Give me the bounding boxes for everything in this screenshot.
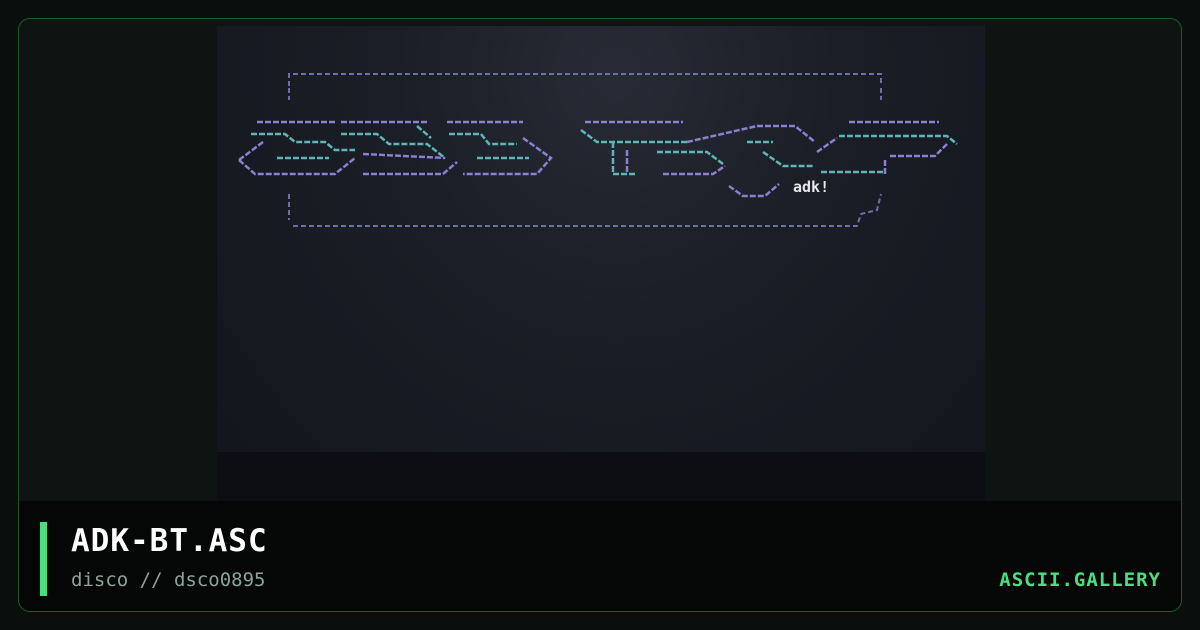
brand-label[interactable]: ASCII.GALLERY: [999, 569, 1161, 591]
file-subtitle: disco // dsco0895: [71, 569, 266, 591]
ascii-letter-b: [341, 120, 458, 176]
artist-signature: adk!: [793, 178, 829, 196]
ascii-letter-p: [821, 120, 958, 176]
card-frame: adk! ADK-BT.ASC disco // dsco0895 ASCII.…: [18, 18, 1182, 612]
ascii-artwork-canvas: adk!: [217, 26, 985, 501]
ascii-letter-d: [447, 120, 553, 176]
ascii-artwork: adk!: [238, 73, 958, 227]
artwork-bottom-strip: [217, 452, 985, 501]
info-footer: ADK-BT.ASC disco // dsco0895 ASCII.GALLE…: [19, 501, 1181, 611]
ascii-letter-i: [728, 124, 838, 198]
file-title: ADK-BT.ASC: [71, 523, 268, 559]
ascii-letter-t: [580, 120, 687, 176]
ascii-letter-a: [238, 120, 356, 176]
ascii-box-outline: [288, 73, 882, 227]
accent-bar: [40, 522, 47, 596]
ascii-letter-r: [657, 124, 773, 176]
